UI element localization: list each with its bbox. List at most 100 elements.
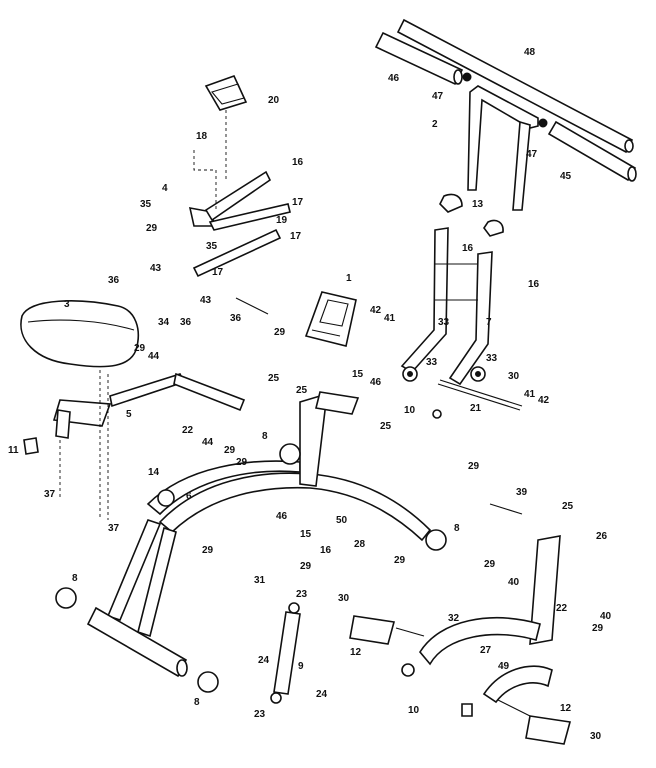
- callout-c9: 9: [298, 661, 304, 672]
- callout-c29h: 29: [484, 559, 496, 570]
- callout-c2: 2: [432, 119, 438, 130]
- callout-c23a: 23: [296, 589, 308, 600]
- upright-column: [400, 193, 523, 419]
- callout-c37a: 37: [44, 489, 56, 500]
- callout-c43a: 43: [150, 263, 162, 274]
- callout-c12b: 12: [560, 703, 572, 714]
- console: [304, 291, 357, 347]
- callout-c16d: 16: [320, 545, 332, 556]
- callout-c12a: 12: [350, 647, 362, 658]
- callout-c31: 31: [254, 575, 266, 586]
- callout-c45: 45: [560, 171, 572, 182]
- callout-c25c: 25: [380, 421, 392, 432]
- callout-c29i: 29: [202, 545, 214, 556]
- callout-c28: 28: [354, 539, 366, 550]
- callout-c41b: 41: [524, 389, 536, 400]
- callout-c40b: 40: [600, 611, 612, 622]
- callout-c8d: 8: [194, 697, 200, 708]
- handlebar-assembly: [374, 18, 637, 211]
- callout-c16b: 16: [462, 243, 474, 254]
- callout-c21: 21: [470, 403, 482, 414]
- callout-c46c: 46: [276, 511, 288, 522]
- callout-c17c: 17: [212, 267, 224, 278]
- callout-c41a: 41: [384, 313, 396, 324]
- callout-c6: 6: [186, 491, 192, 502]
- callout-c35b: 35: [206, 241, 218, 252]
- callout-c39: 39: [516, 487, 528, 498]
- main-frame: [86, 391, 447, 678]
- callout-c25a: 25: [268, 373, 280, 384]
- callout-c46a: 46: [388, 73, 400, 84]
- callout-c29a: 29: [146, 223, 158, 234]
- callout-c33c: 33: [486, 353, 498, 364]
- callout-c20: 20: [268, 95, 280, 106]
- callout-c43b: 43: [200, 295, 212, 306]
- callout-c35a: 35: [140, 199, 152, 210]
- callout-c10a: 10: [404, 405, 416, 416]
- callout-c33b: 33: [426, 357, 438, 368]
- callout-c50: 50: [336, 515, 348, 526]
- callout-c17b: 17: [290, 231, 302, 242]
- callout-c33a: 33: [438, 317, 450, 328]
- shock-absorber: [270, 602, 301, 704]
- callout-c34: 34: [158, 317, 170, 328]
- callout-c48a: 48: [524, 47, 536, 58]
- callout-c13: 13: [472, 199, 484, 210]
- callout-c44b: 44: [202, 437, 214, 448]
- callout-c7: 7: [486, 317, 492, 328]
- callout-c29j: 29: [300, 561, 312, 572]
- callout-c29b: 29: [274, 327, 286, 338]
- callout-c46b: 46: [370, 377, 382, 388]
- callout-c29k: 29: [592, 623, 604, 634]
- callout-c8a: 8: [262, 431, 268, 442]
- callout-c27: 27: [480, 645, 492, 656]
- callout-c3: 3: [64, 299, 70, 310]
- callout-c42b: 42: [538, 395, 550, 406]
- callout-c47a: 47: [432, 91, 444, 102]
- callout-c4: 4: [162, 183, 168, 194]
- callout-c44a: 44: [148, 351, 160, 362]
- callout-c30c: 30: [590, 731, 602, 742]
- bushings: [55, 489, 473, 717]
- callout-c30a: 30: [508, 371, 520, 382]
- callout-c17a: 17: [292, 197, 304, 208]
- pedal-assembly: [349, 503, 572, 745]
- callout-c36b: 36: [180, 317, 192, 328]
- callout-c29f: 29: [394, 555, 406, 566]
- callout-c29g: 29: [468, 461, 480, 472]
- callout-c18: 18: [196, 131, 208, 142]
- callout-c40a: 40: [508, 577, 520, 588]
- callout-c14: 14: [148, 467, 160, 478]
- callout-c8b: 8: [454, 523, 460, 534]
- callout-c26: 26: [596, 531, 608, 542]
- callout-c5: 5: [126, 409, 132, 420]
- callout-c16c: 16: [528, 279, 540, 290]
- callout-c15a: 15: [352, 369, 364, 380]
- callout-c23b: 23: [254, 709, 266, 720]
- callout-c29d: 29: [224, 445, 236, 456]
- callout-c1: 1: [346, 273, 352, 284]
- callout-c25b: 25: [296, 385, 308, 396]
- callout-c22b: 22: [556, 603, 568, 614]
- callout-c47b: 47: [526, 149, 538, 160]
- callout-c10b: 10: [408, 705, 420, 716]
- callout-c37b: 37: [108, 523, 120, 534]
- upper-linkage: [188, 75, 291, 315]
- callout-c36a: 36: [108, 275, 120, 286]
- seat-assembly: [20, 300, 246, 520]
- callout-c15b: 15: [300, 529, 312, 540]
- callout-c49: 49: [498, 661, 510, 672]
- callout-c32: 32: [448, 613, 460, 624]
- callout-c24b: 24: [316, 689, 328, 700]
- callout-c16a: 16: [292, 157, 304, 168]
- callout-c22a: 22: [182, 425, 194, 436]
- callout-c29c: 29: [134, 343, 146, 354]
- callout-c8c: 8: [72, 573, 78, 584]
- callout-c29e: 29: [236, 457, 248, 468]
- callout-c36c: 36: [230, 313, 242, 324]
- callout-c42a: 42: [370, 305, 382, 316]
- callout-c30b: 30: [338, 593, 350, 604]
- callout-c11: 11: [8, 445, 19, 456]
- callout-c24a: 24: [258, 655, 270, 666]
